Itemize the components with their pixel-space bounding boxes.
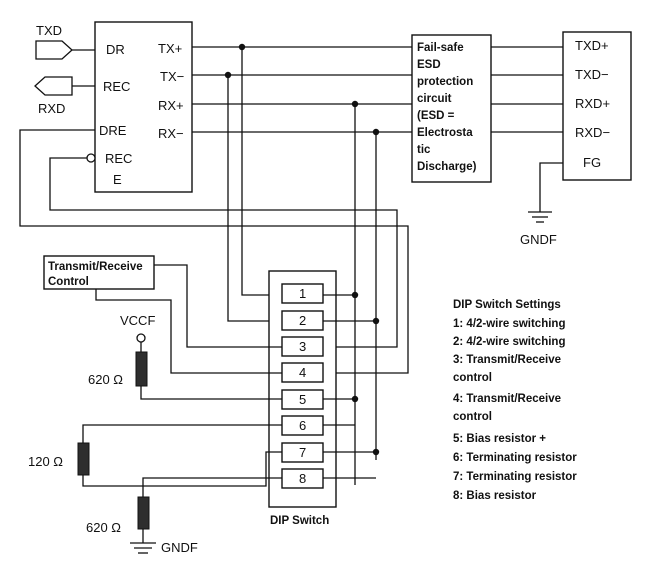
pin-rece-label-cont: E (113, 172, 122, 187)
bias-resistor-top (135, 351, 148, 387)
settings-line: 3: Transmit/Receive (453, 354, 561, 366)
rxd-arrow-icon (34, 76, 73, 96)
dip-switch-2-number: 2 (299, 313, 306, 328)
connector-pin-rxd-minus: RXD− (575, 125, 610, 140)
settings-title: DIP Switch Settings (453, 299, 561, 311)
dip-switch-7-number: 7 (299, 445, 306, 460)
pin-rx-plus-label: RX+ (158, 98, 184, 113)
pin-dr-label: DR (106, 42, 125, 57)
esd-line: Discharge) (417, 161, 477, 173)
bias-resistor-bottom (137, 496, 150, 530)
bias-resistor-bottom-value: 620 Ω (86, 520, 121, 535)
transceiver-block: TXD RXD DR REC DRE REC E TX+ TX− RX+ RX− (34, 21, 193, 193)
vccf-terminal-icon (136, 333, 146, 343)
pin-rece-label: REC (105, 151, 132, 166)
settings-line: 1: 4/2-wire switching (453, 318, 565, 330)
vccf-label: VCCF (120, 313, 155, 328)
dip-switch-caption: DIP Switch (270, 515, 329, 527)
settings-line: control (453, 372, 492, 384)
esd-line: ESD (417, 59, 441, 71)
settings-line: 8: Bias resistor (453, 490, 537, 502)
esd-line: tic (417, 144, 431, 156)
settings-line: 5: Bias resistor + (453, 433, 546, 445)
transceiver-box (94, 21, 193, 193)
esd-protection-block: Fail-safe ESD protection circuit (ESD = … (411, 34, 492, 183)
dip-switch-settings-legend: DIP Switch Settings 1: 4/2-wire switchin… (453, 299, 577, 502)
pin-rx-minus-label: RX− (158, 126, 184, 141)
settings-line: 4: Transmit/Receive (453, 393, 561, 405)
connector-ground-label: GNDF (520, 232, 557, 247)
connector-box (562, 31, 632, 181)
connector-pin-txd-minus: TXD− (575, 67, 609, 82)
esd-line: Fail-safe (417, 42, 464, 54)
txd-signal-label: TXD (36, 23, 62, 38)
ground-icon (130, 542, 156, 554)
pin-tx-minus-label: TX− (160, 69, 184, 84)
settings-line: 2: 4/2-wire switching (453, 336, 565, 348)
dip-switch: 1 2 3 4 5 6 7 8 DIP Switch (268, 270, 380, 527)
esd-box-text: Fail-safe ESD protection circuit (ESD = … (417, 42, 477, 173)
pin-rec-label: REC (103, 79, 130, 94)
settings-line: control (453, 411, 492, 423)
settings-line: 6: Terminating resistor (453, 452, 577, 464)
trx-control-label-cont: Control (48, 276, 89, 288)
dip-switch-8-number: 8 (299, 471, 306, 486)
control-loop-wires (19, 129, 409, 374)
bottom-ground-label: GNDF (161, 540, 198, 555)
dip-switch-6-number: 6 (299, 418, 306, 433)
esd-line: circuit (417, 93, 452, 105)
esd-box (411, 34, 492, 183)
dip-switch-1[interactable] (281, 283, 324, 304)
trx-control-box (43, 255, 155, 290)
inversion-bubble-icon (86, 153, 96, 163)
bus-wires (192, 43, 563, 485)
trx-control-label: Transmit/Receive (48, 261, 143, 273)
bias-termination-network: VCCF 620 Ω 120 Ω 620 Ω GNDF (28, 313, 282, 555)
ground-icon (528, 211, 552, 223)
dip-switch-4-number: 4 (299, 365, 306, 380)
esd-line: protection (417, 76, 473, 88)
dip-switch-1-number: 1 (299, 286, 306, 301)
transmit-receive-control: Transmit/Receive Control (43, 255, 282, 374)
settings-line: 7: Terminating resistor (453, 471, 577, 483)
esd-line: (ESD = (417, 110, 455, 122)
dip-switch-5-number: 5 (299, 392, 306, 407)
dip-switch-3-number: 3 (299, 339, 306, 354)
pin-dre-label: DRE (99, 123, 127, 138)
termination-resistor-value: 120 Ω (28, 454, 63, 469)
esd-line: Electrosta (417, 127, 473, 139)
txd-arrow-icon (35, 40, 73, 60)
bias-resistor-top-value: 620 Ω (88, 372, 123, 387)
connector-block: TXD+ TXD− RXD+ RXD− FG GNDF (520, 31, 632, 247)
connector-pin-txd-plus: TXD+ (575, 38, 609, 53)
connector-pin-fg: FG (583, 155, 601, 170)
rxd-signal-label: RXD (38, 101, 65, 116)
termination-resistor (77, 442, 90, 476)
pin-tx-plus-label: TX+ (158, 41, 182, 56)
connector-pin-rxd-plus: RXD+ (575, 96, 610, 111)
